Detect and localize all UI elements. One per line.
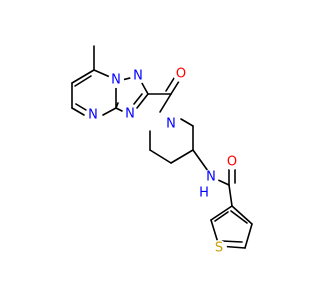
bond (192, 149, 209, 172)
bond (74, 75, 92, 87)
atom-label-o: O (227, 155, 237, 170)
bond (115, 102, 119, 109)
atom-label-o: O (176, 67, 186, 82)
bond (214, 211, 229, 222)
bond (230, 210, 248, 224)
bond (228, 184, 233, 207)
atom-label-n: N (111, 73, 121, 88)
atom-label-n: N (206, 170, 216, 185)
bond (136, 93, 149, 109)
bond (93, 69, 111, 78)
bond-set (71, 45, 253, 249)
bond (71, 69, 95, 84)
molecule-structure: N N N N O N N H O S (71, 45, 253, 256)
bond (170, 149, 194, 164)
bond (159, 93, 172, 113)
molecule-canvas: N N N N O N N H O S (71, 45, 253, 256)
atom-label-n: N (166, 117, 176, 132)
bond (210, 205, 233, 221)
bond (149, 149, 172, 164)
bond (221, 240, 243, 243)
bond (75, 103, 87, 111)
atom-label-n: N (88, 108, 98, 123)
atom-label-h: H (199, 186, 209, 201)
atom-label-n: N (133, 69, 143, 84)
bond (180, 118, 194, 127)
atom-label-set: N N N N O N N H O S (85, 66, 240, 256)
atom-label-n: N (125, 107, 135, 122)
bond (133, 93, 143, 105)
bond (244, 223, 253, 249)
bond (231, 205, 253, 225)
bond (102, 107, 117, 116)
atom-label-s: S (215, 241, 223, 256)
bond (71, 107, 85, 116)
